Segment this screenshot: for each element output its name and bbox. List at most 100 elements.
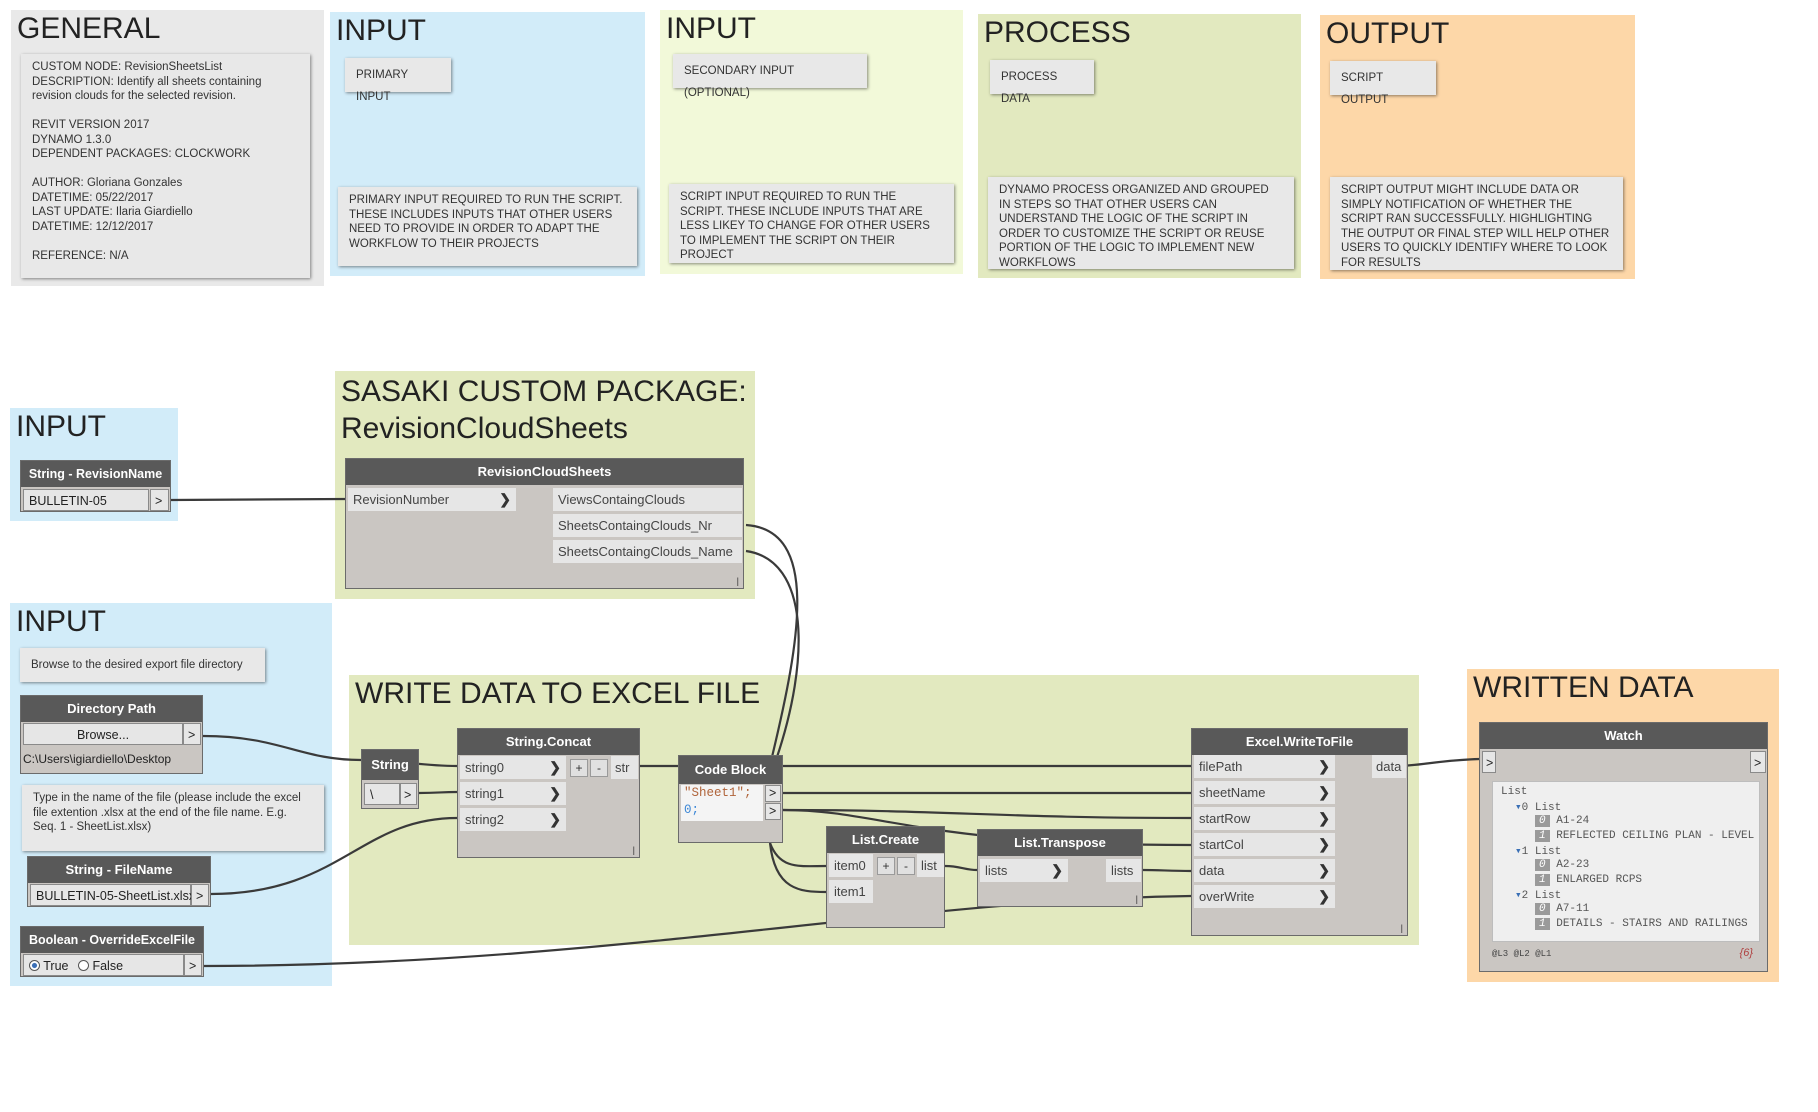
revision-cloud-sheets-node[interactable]: RevisionCloudSheets RevisionNumber ❯ Vie… — [345, 458, 744, 589]
file-name-input[interactable]: BULLETIN-05-SheetList.xlsx — [30, 884, 195, 906]
browse-button[interactable]: Browse... — [23, 723, 183, 745]
input-port-lists[interactable]: lists ❯ — [980, 859, 1068, 882]
tree-row-4[interactable]: ▾1 List — [1515, 846, 1562, 858]
process-note[interactable]: DYNAMO PROCESS ORGANIZED AND GROUPED IN … — [988, 177, 1294, 269]
node-title[interactable]: String.Concat — [458, 729, 639, 755]
node-title[interactable]: Watch — [1480, 723, 1767, 749]
string-node[interactable]: String \ > — [361, 749, 419, 809]
output-port-views[interactable]: ViewsContaingClouds — [553, 488, 742, 511]
output-port[interactable]: > — [191, 884, 209, 906]
group-input-file[interactable]: INPUT Browse to the desired export file … — [10, 603, 332, 986]
primary-input-label[interactable]: PRIMARY INPUT — [345, 58, 451, 103]
remove-input-button[interactable]: - — [590, 759, 608, 777]
general-note[interactable]: CUSTOM NODE: RevisionSheetsList DESCRIPT… — [21, 54, 310, 278]
group-output[interactable]: OUTPUT SCRIPT OUTPUT SCRIPT OUTPUT MIGHT… — [1320, 15, 1635, 279]
watch-node[interactable]: Watch > > List ▾0 List 0 A1-24 1 REFLECT… — [1479, 722, 1768, 972]
resize-handle[interactable]: | — [632, 845, 635, 855]
excel-write-node[interactable]: Excel.WriteToFile filePath ❯ sheetName ❯… — [1191, 728, 1408, 936]
list-create-node[interactable]: List.Create item0 item1 + - list — [826, 826, 945, 928]
filename-note[interactable]: Type in the name of the file (please inc… — [22, 785, 324, 851]
add-input-button[interactable]: + — [877, 857, 895, 875]
output-port-lists[interactable]: lists — [1106, 859, 1141, 882]
output-label[interactable]: SCRIPT OUTPUT — [1330, 61, 1436, 106]
node-title[interactable]: String - FileName — [28, 857, 210, 883]
revision-name-input[interactable]: BULLETIN-05 — [23, 489, 149, 511]
wire-name-to-item1 — [768, 842, 827, 894]
port-label: string0 — [465, 760, 505, 775]
primary-input-note[interactable]: PRIMARY INPUT REQUIRED TO RUN THE SCRIPT… — [338, 187, 637, 266]
radio-false-icon[interactable] — [77, 960, 89, 971]
process-label[interactable]: PROCESS DATA — [990, 60, 1094, 105]
watch-tree[interactable]: List ▾0 List 0 A1-24 1 REFLECTED CEILING… — [1492, 781, 1760, 942]
resize-handle[interactable]: | — [736, 576, 739, 586]
node-title[interactable]: Excel.WriteToFile — [1192, 729, 1407, 755]
browse-note[interactable]: Browse to the desired export file direct… — [20, 648, 265, 682]
input-port-data[interactable]: data ❯ — [1194, 859, 1335, 882]
override-boolean-node[interactable]: Boolean - OverrideExcelFile True False > — [20, 926, 204, 977]
group-title: INPUT — [336, 14, 426, 47]
node-title[interactable]: Code Block — [679, 756, 782, 784]
radio-true-icon[interactable] — [29, 960, 40, 971]
node-title[interactable]: Directory Path — [21, 696, 202, 722]
resize-handle[interactable]: | — [1400, 923, 1403, 933]
input-port-string1[interactable]: string1 ❯ — [460, 782, 566, 805]
output-port-str[interactable]: str — [611, 756, 638, 779]
input-port-item0[interactable]: item0 — [829, 854, 873, 877]
node-title[interactable]: String - RevisionName — [21, 461, 170, 487]
group-title: WRITTEN DATA — [1473, 671, 1694, 704]
input-port-startcol[interactable]: startCol ❯ — [1194, 833, 1335, 856]
input-port-string0[interactable]: string0 ❯ — [460, 756, 566, 779]
string-concat-node[interactable]: String.Concat string0 ❯ string1 ❯ string… — [457, 728, 640, 858]
group-input-secondary[interactable]: INPUT SECONDARY INPUT (OPTIONAL) SCRIPT … — [660, 10, 963, 274]
list-levels[interactable]: @L3 @L2 @L1 — [1492, 949, 1552, 959]
output-port-sheets-nr[interactable]: SheetsContaingClouds_Nr — [553, 514, 742, 537]
tree-row-6: 1 ENLARGED RCPS — [1535, 874, 1642, 886]
code-block-node[interactable]: Code Block "Sheet1"; 0; > > — [678, 755, 783, 843]
input-port-item1[interactable]: item1 — [829, 880, 873, 903]
secondary-input-label[interactable]: SECONDARY INPUT (OPTIONAL) — [673, 54, 867, 99]
input-port[interactable]: > — [1482, 751, 1496, 773]
output-note[interactable]: SCRIPT OUTPUT MIGHT INCLUDE DATA OR SIMP… — [1330, 177, 1623, 270]
port-label: string2 — [465, 812, 505, 827]
file-name-node[interactable]: String - FileName BULLETIN-05-SheetList.… — [27, 856, 211, 907]
output-port-list[interactable]: list — [917, 854, 944, 877]
tree-row-7[interactable]: ▾2 List — [1515, 890, 1562, 902]
string-input[interactable]: \ — [364, 783, 400, 805]
wire-excel-to-watch — [1396, 757, 1481, 768]
port-label: lists — [985, 863, 1008, 878]
resize-handle[interactable]: | — [1135, 894, 1138, 904]
input-port-startrow[interactable]: startRow ❯ — [1194, 807, 1335, 830]
secondary-input-note[interactable]: SCRIPT INPUT REQUIRED TO RUN THE SCRIPT.… — [669, 184, 954, 263]
boolean-toggle[interactable]: True False — [23, 954, 184, 976]
node-title[interactable]: List.Create — [827, 827, 944, 853]
node-title[interactable]: String — [362, 750, 418, 780]
input-port-filepath[interactable]: filePath ❯ — [1194, 755, 1335, 778]
group-title: PROCESS — [984, 16, 1131, 49]
list-transpose-node[interactable]: List.Transpose lists ❯ lists | — [977, 829, 1143, 907]
input-port-string2[interactable]: string2 ❯ — [460, 808, 566, 831]
group-general[interactable]: GENERAL CUSTOM NODE: RevisionSheetsList … — [11, 10, 324, 286]
group-process[interactable]: PROCESS PROCESS DATA DYNAMO PROCESS ORGA… — [978, 14, 1301, 278]
output-port-0[interactable]: > — [765, 785, 781, 802]
input-port-sheetname[interactable]: sheetName ❯ — [1194, 781, 1335, 804]
output-port[interactable]: > — [400, 783, 417, 805]
directory-path-node[interactable]: Directory Path Browse... > C:\Users\igia… — [20, 695, 203, 774]
remove-input-button[interactable]: - — [897, 857, 915, 875]
group-input-primary[interactable]: INPUT PRIMARY INPUT PRIMARY INPUT REQUIR… — [330, 12, 645, 276]
input-port-overwrite[interactable]: overWrite ❯ — [1194, 885, 1335, 908]
output-port-data[interactable]: data — [1372, 755, 1406, 778]
add-input-button[interactable]: + — [570, 759, 588, 777]
node-title[interactable]: Boolean - OverrideExcelFile — [21, 927, 203, 953]
output-port-1[interactable]: > — [765, 803, 781, 820]
code-editor[interactable]: "Sheet1"; 0; — [681, 785, 763, 821]
tree-row-1[interactable]: ▾0 List — [1515, 802, 1562, 814]
revision-name-node[interactable]: String - RevisionName BULLETIN-05 > — [20, 460, 171, 512]
output-port-sheets-name[interactable]: SheetsContaingClouds_Name — [553, 540, 742, 563]
output-port[interactable]: > — [1750, 751, 1766, 773]
node-title[interactable]: RevisionCloudSheets — [346, 459, 743, 485]
output-port[interactable]: > — [183, 723, 201, 745]
output-port[interactable]: > — [150, 489, 169, 511]
node-title[interactable]: List.Transpose — [978, 830, 1142, 856]
input-port-revision-number[interactable]: RevisionNumber ❯ — [348, 488, 516, 511]
output-port[interactable]: > — [184, 954, 202, 976]
